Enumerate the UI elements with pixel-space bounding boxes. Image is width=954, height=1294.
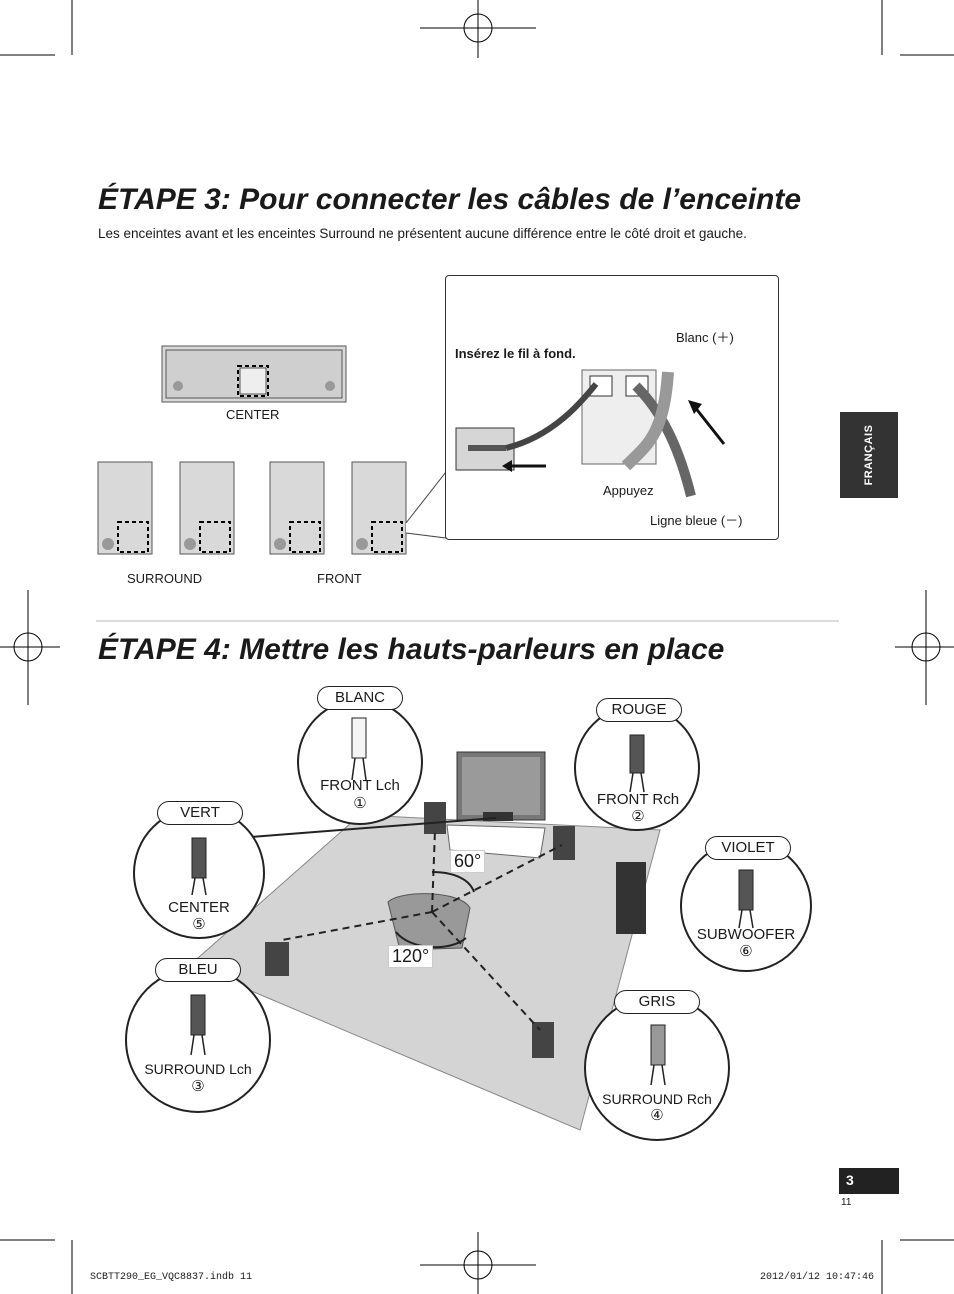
connector-num-6: ⑥ bbox=[739, 943, 753, 960]
surround-label: SURROUND bbox=[127, 571, 203, 586]
speaker-rear-views bbox=[97, 345, 447, 555]
color-tag-rouge: ROUGE bbox=[596, 698, 682, 722]
footer-filename: SCBTT290_EG_VQC8837.indb 11 bbox=[90, 1272, 253, 1283]
color-tag-vert: VERT bbox=[157, 801, 243, 825]
color-tag-violet: VIOLET bbox=[705, 836, 791, 860]
connector-num-5: ⑤ bbox=[192, 916, 206, 933]
color-tag-bleu: BLEU bbox=[155, 958, 241, 982]
connector-name-front-rch: FRONT Rch bbox=[596, 791, 680, 808]
step4-title: ÉTAPE 4: Mettre les hauts-parleurs en pl… bbox=[98, 633, 725, 666]
connector-name-surround-lch: SURROUND Lch bbox=[144, 1061, 252, 1077]
angle-120-label: 120° bbox=[388, 945, 434, 968]
insert-label: Insérez le fil à fond. bbox=[455, 346, 576, 361]
center-label: CENTER bbox=[226, 407, 280, 422]
connector-num-3: ③ bbox=[191, 1078, 205, 1095]
connector-name-subwoofer: SUBWOOFER bbox=[696, 926, 796, 943]
color-tag-gris: GRIS bbox=[614, 990, 700, 1014]
press-label: Appuyez bbox=[603, 483, 654, 498]
section-divider bbox=[96, 620, 839, 622]
blue-line-label: Ligne bleue (－) bbox=[650, 513, 743, 528]
page-number-box: 3 bbox=[839, 1168, 899, 1194]
connection-detail-box: Insérez le fil à fond. Blanc (＋) Appuyez… bbox=[445, 275, 779, 540]
language-tab: FRANÇAIS bbox=[840, 412, 898, 498]
connector-num-1: ① bbox=[353, 795, 367, 812]
front-label: FRONT bbox=[317, 571, 362, 586]
white-label: Blanc (＋) bbox=[676, 330, 734, 345]
connector-num-2: ② bbox=[631, 808, 645, 825]
room-layout-diagram bbox=[125, 699, 812, 1141]
connector-name-center: CENTER bbox=[168, 899, 230, 916]
page-number: 3 bbox=[846, 1172, 854, 1188]
connector-name-front-lch: FRONT Lch bbox=[320, 777, 400, 794]
connector-num-4: ④ bbox=[650, 1107, 664, 1124]
terminal-illustration bbox=[455, 369, 726, 498]
color-tag-blanc: BLANC bbox=[317, 686, 403, 710]
step3-intro: Les enceintes avant et les enceintes Sur… bbox=[98, 226, 747, 241]
step3-title: ÉTAPE 3: Pour connecter les câbles de l’… bbox=[98, 183, 802, 216]
footer-date: 2012/01/12 10:47:46 bbox=[760, 1272, 875, 1283]
page-sub-number: 11 bbox=[841, 1197, 852, 1208]
angle-60-label: 60° bbox=[450, 850, 486, 873]
language-tab-label: FRANÇAIS bbox=[863, 424, 875, 486]
connector-name-surround-rch: SURROUND Rch bbox=[602, 1091, 712, 1107]
